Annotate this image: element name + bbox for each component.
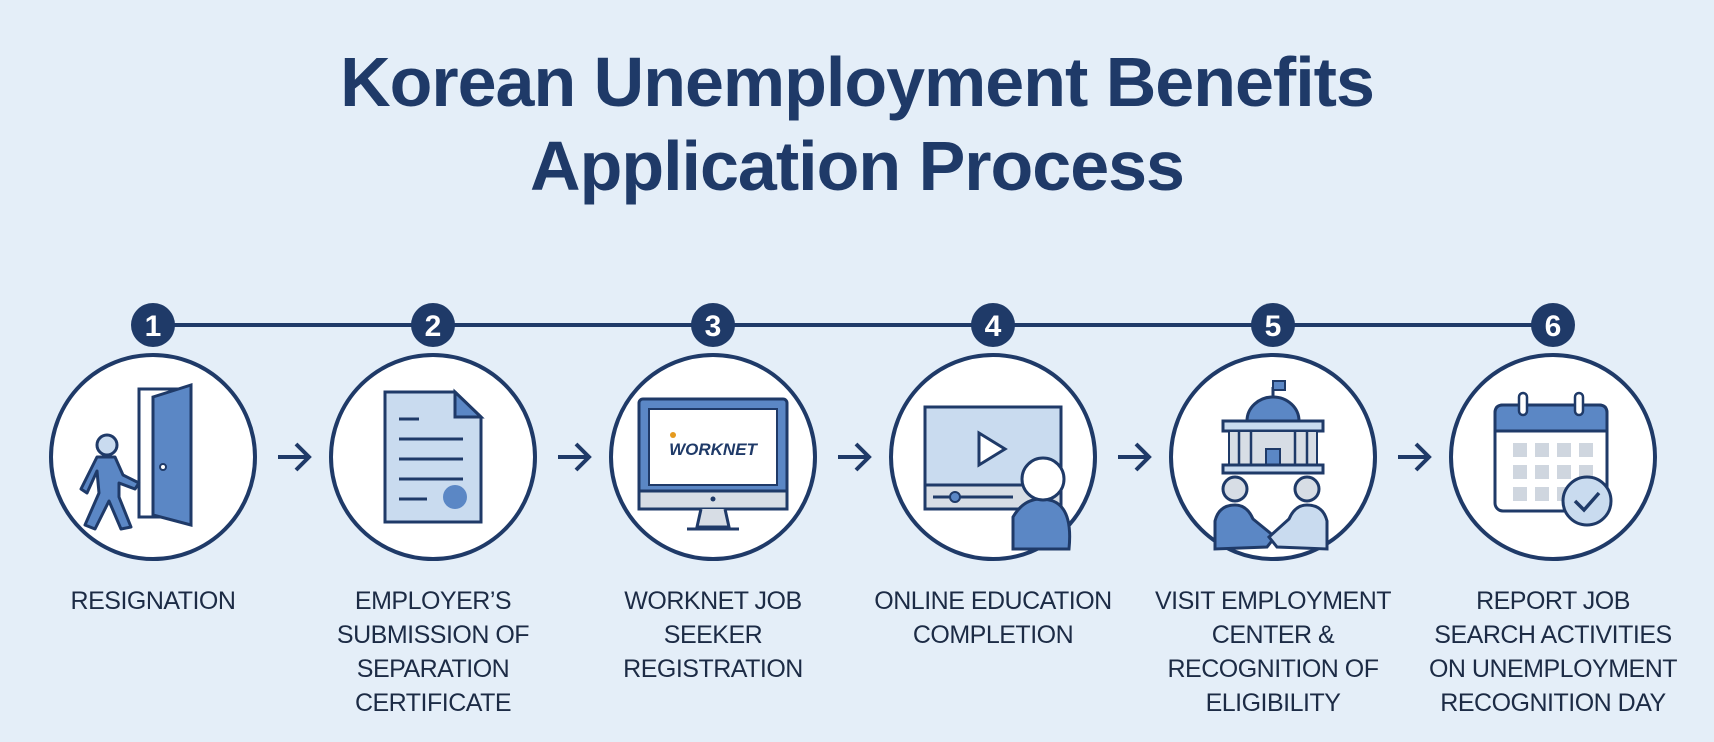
calendar-check-icon — [1493, 391, 1613, 527]
step-number: 5 — [1265, 310, 1282, 343]
government-building-handshake-icon — [1213, 380, 1329, 551]
step-number-badge — [971, 303, 1015, 347]
step-number: 6 — [1545, 310, 1562, 343]
calendar-day-cell — [1535, 465, 1549, 479]
calendar-day-cell — [1535, 443, 1549, 457]
title-line-2: Application Process — [530, 127, 1185, 205]
step-number-badge — [1531, 303, 1575, 347]
calendar-day-cell — [1579, 465, 1593, 479]
calendar-day-cell — [1579, 443, 1593, 457]
step-number: 4 — [985, 310, 1002, 343]
calendar-day-cell — [1513, 465, 1527, 479]
arrow-right-icon — [1118, 442, 1152, 472]
step-label: ONLINE EDUCATION COMPLETION — [874, 587, 1112, 649]
step-label: REPORT JOB SEARCH ACTIVITIES ON UNEMPLOY… — [1428, 587, 1678, 717]
step-number: 1 — [145, 310, 162, 343]
worknet-logo: WORKNET — [669, 440, 758, 459]
document-certificate-icon — [383, 388, 485, 524]
step-number: 3 — [705, 310, 722, 343]
step-number-badge — [131, 303, 175, 347]
step-number-badge — [691, 303, 735, 347]
worknet-monitor-icon: WORKNET — [637, 397, 789, 531]
calendar-day-cell — [1557, 443, 1571, 457]
step-label: EMPLOYER’S SUBMISSION OF SEPARATION CERT… — [336, 587, 530, 717]
arrow-right-icon — [838, 442, 872, 472]
arrow-right-icon — [558, 442, 592, 472]
arrow-right-icon — [1398, 442, 1432, 472]
title-line-1: Korean Unemployment Benefits — [340, 43, 1375, 121]
calendar-day-cell — [1513, 443, 1527, 457]
video-lesson-icon — [923, 405, 1072, 551]
step-label: VISIT EMPLOYMENT CENTER & RECOGNITION OF… — [1154, 587, 1392, 717]
step-number-badge — [411, 303, 455, 347]
calendar-day-cell — [1557, 465, 1571, 479]
calendar-day-cell — [1513, 487, 1527, 501]
calendar-day-cell — [1535, 487, 1549, 501]
person-exiting-door-icon — [79, 382, 193, 531]
step-number: 2 — [425, 310, 442, 343]
arrow-right-icon — [278, 442, 312, 472]
step-label: WORKNET JOB SEEKER REGISTRATION — [623, 587, 803, 683]
step-label: RESIGNATION — [70, 587, 236, 615]
step-number-badge — [1251, 303, 1295, 347]
